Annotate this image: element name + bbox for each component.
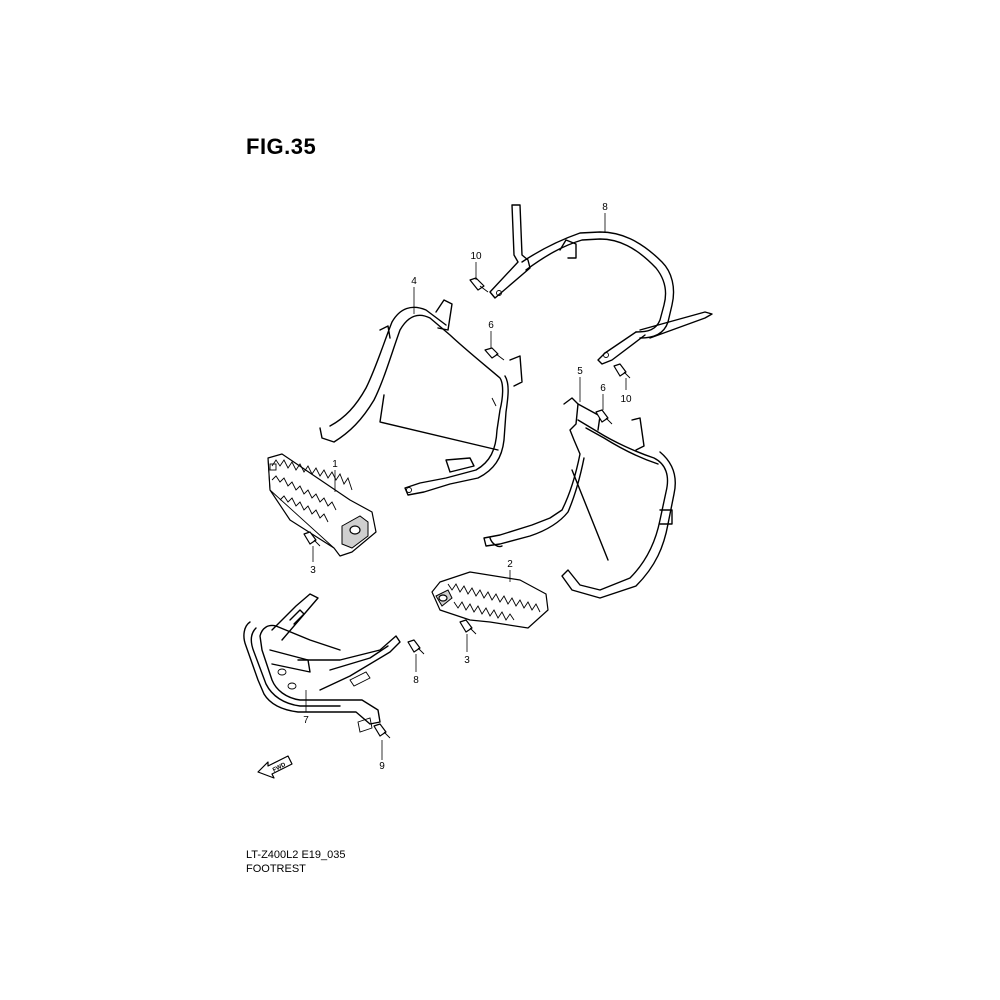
rear-guard-part <box>489 204 713 365</box>
callout-10-right: 10 <box>620 394 632 405</box>
footrest-right-part <box>431 571 549 629</box>
callout-4: 4 <box>411 276 417 287</box>
bolt-8-upper <box>407 639 425 655</box>
bolt-6-right <box>595 409 613 425</box>
bolt-3-right <box>459 619 477 635</box>
callout-7: 7 <box>303 715 309 726</box>
bolt-10-top <box>469 277 489 293</box>
bolt-6-left <box>484 347 505 361</box>
callout-6-left: 6 <box>488 320 494 331</box>
bolt-10-right <box>613 363 631 379</box>
bolt-8-lower <box>373 723 391 739</box>
leader-lines <box>305 213 627 760</box>
callout-9: 8 <box>602 202 608 213</box>
callout-8-upper: 8 <box>413 675 419 686</box>
callout-2: 2 <box>507 559 513 570</box>
callout-3-right: 3 <box>464 655 470 666</box>
figure-caption: FOOTREST <box>246 863 306 875</box>
guard-left-part <box>319 299 523 496</box>
model-code: LT-Z400L2 E19_035 <box>246 849 346 861</box>
bolt-3-left <box>303 531 321 547</box>
callout-5: 5 <box>577 366 583 377</box>
figure-title: FIG.35 <box>246 134 317 159</box>
footrest-left-part <box>267 453 377 557</box>
front-bracket-part <box>243 593 401 733</box>
callout-8-lower: 9 <box>379 761 385 772</box>
callout-1: 1 <box>332 459 338 470</box>
callout-10-top: 10 <box>470 251 482 262</box>
callout-6-right: 6 <box>600 383 606 394</box>
fwd-arrow-icon: FWD <box>257 755 293 779</box>
callout-3-left: 3 <box>310 565 316 576</box>
